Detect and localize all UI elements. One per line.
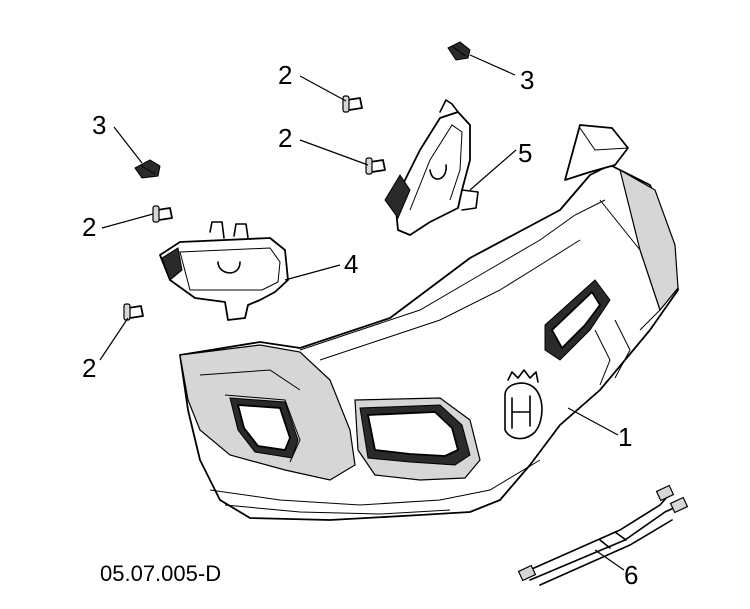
callout-1: 1 xyxy=(618,422,632,452)
callout-2-top: 2 xyxy=(278,60,292,90)
callout-5: 5 xyxy=(518,138,532,168)
figure-code: 05.07.005-D xyxy=(100,561,221,586)
part-push-pin-a xyxy=(342,95,363,113)
part-push-pin-c xyxy=(152,205,173,223)
part-hood-shell xyxy=(179,124,679,521)
callout-2-bottom: 2 xyxy=(82,353,96,383)
part-wire-harness xyxy=(517,484,689,586)
part-right-module xyxy=(384,99,479,236)
leader-lines xyxy=(99,54,625,571)
callout-6: 6 xyxy=(624,560,638,590)
callout-4: 4 xyxy=(344,249,358,279)
callout-3-left: 3 xyxy=(92,110,106,140)
part-push-pin-d xyxy=(123,303,144,321)
callout-2-left: 2 xyxy=(82,212,96,242)
part-push-pin-b xyxy=(365,157,386,175)
callout-3-right: 3 xyxy=(520,65,534,95)
part-clip-a xyxy=(447,41,471,61)
part-left-module xyxy=(159,221,289,321)
brand-emblem-icon xyxy=(504,369,543,440)
callout-2-mid: 2 xyxy=(278,123,292,153)
part-clip-b xyxy=(134,159,161,179)
